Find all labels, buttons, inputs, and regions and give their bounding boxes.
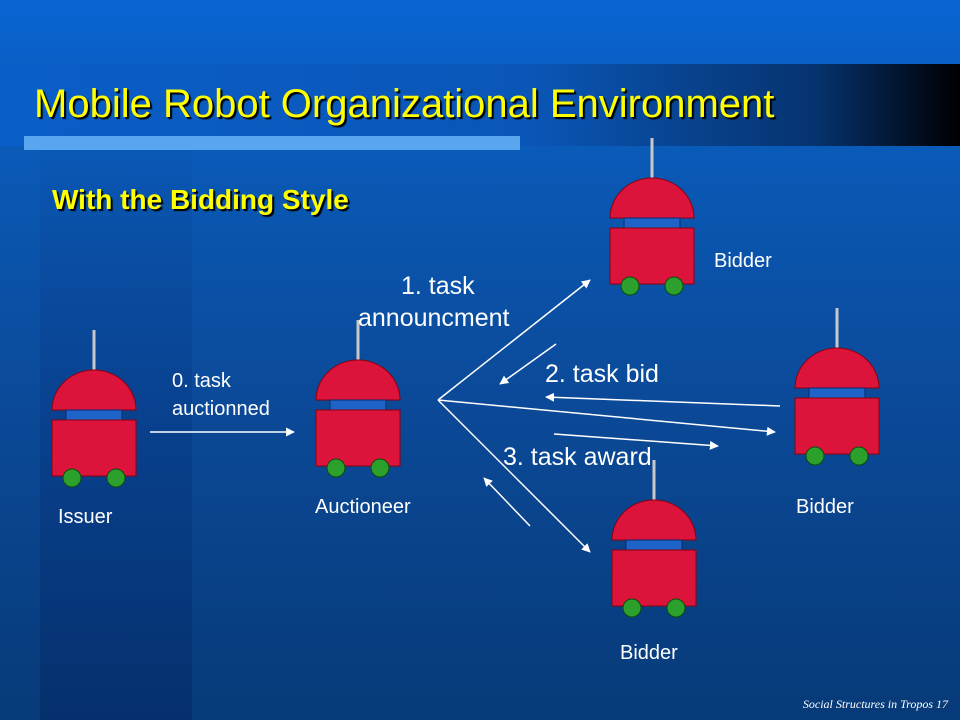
step0-label-line2: auctionned	[172, 398, 270, 420]
arrow-bid-bottom	[483, 477, 531, 527]
issuer-label: Issuer	[58, 506, 113, 528]
title-underline	[24, 136, 520, 150]
step2-label: 2. task bid	[545, 360, 659, 388]
step1-label-line1: 1. task	[401, 272, 475, 300]
arrow-announce-right	[437, 399, 776, 436]
step3-label: 3. task award	[503, 443, 652, 471]
bidder-right-label: Bidder	[796, 496, 854, 518]
robot-auctioneer	[314, 318, 402, 479]
step0-label-line1: 0. task	[172, 370, 231, 392]
robot-bidder-right	[793, 306, 881, 467]
robot-bidder-top	[608, 136, 696, 297]
bidder-bottom-label: Bidder	[620, 642, 678, 664]
robot-bidder-bottom	[610, 458, 698, 619]
slide-subtitle: With the Bidding Style	[52, 184, 349, 215]
arrow-bid-right	[545, 392, 781, 407]
auctioneer-label: Auctioneer	[315, 496, 411, 518]
robot-issuer	[50, 328, 138, 489]
slide-footer: Social Structures in Tropos 17	[802, 697, 948, 711]
slide-title: Mobile Robot Organizational Environment	[34, 82, 775, 126]
arrow-bid-top	[499, 343, 557, 385]
arrow-announce-bottom	[437, 399, 591, 553]
bidder-top-label: Bidder	[714, 250, 772, 272]
step1-label-line2: announcment	[358, 304, 510, 332]
arrow-award-right	[553, 433, 719, 450]
arrow-announce-top	[437, 279, 591, 401]
